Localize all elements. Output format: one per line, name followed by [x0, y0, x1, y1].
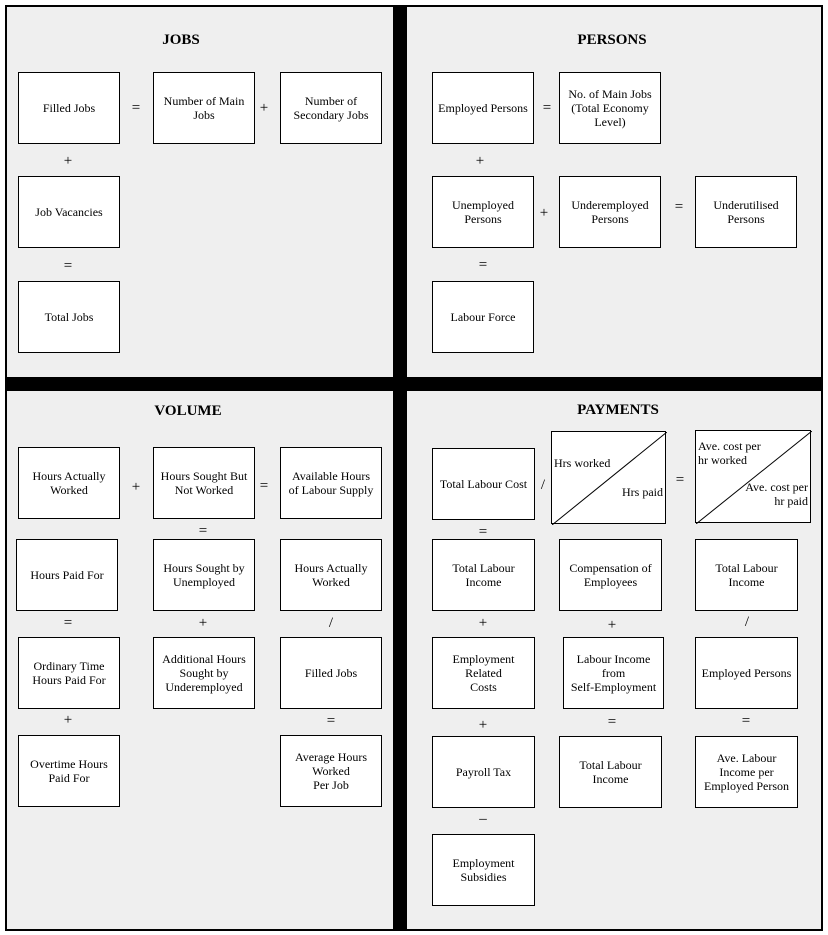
plus-operator: +: [478, 717, 488, 733]
plus-operator: +: [198, 615, 208, 631]
equals-operator: =: [674, 199, 684, 215]
equals-operator: =: [131, 100, 141, 116]
average-hours-box: Average Hours Worked Per Job: [280, 735, 382, 807]
employed-persons-box: Employed Persons: [432, 72, 534, 144]
available-hours-box: Available Hours of Labour Supply: [280, 447, 382, 519]
equals-operator: =: [63, 615, 73, 631]
employment-subsidies-box: Employment Subsidies: [432, 834, 535, 906]
plus-operator: +: [475, 153, 485, 169]
main-jobs-box: Number of Main Jobs: [153, 72, 255, 144]
plus-operator: +: [539, 205, 549, 221]
hrs-worked-label: Hrs worked: [554, 456, 611, 470]
ave-cost-hr-paid-label: Ave. cost per hr paid: [745, 480, 808, 508]
filled-jobs-box-2: Filled Jobs: [280, 637, 382, 709]
secondary-jobs-box: Number of Secondary Jobs: [280, 72, 382, 144]
diagonal-line: [696, 431, 812, 524]
hours-actually-worked-box: Hours Actually Worked: [18, 447, 120, 519]
hours-paid-for-box: Hours Paid For: [16, 539, 118, 611]
ordinary-time-box: Ordinary Time Hours Paid For: [18, 637, 120, 709]
plus-operator: +: [478, 615, 488, 631]
payroll-tax-box: Payroll Tax: [432, 736, 535, 808]
plus-operator: +: [607, 617, 617, 633]
filled-jobs-box: Filled Jobs: [18, 72, 120, 144]
plus-operator: +: [63, 153, 73, 169]
ave-cost-ratio-box: Ave. cost per hr worked Ave. cost per hr…: [695, 430, 812, 524]
jobs-title: JOBS: [162, 32, 200, 48]
equals-operator: =: [741, 713, 751, 729]
equals-operator: =: [259, 478, 269, 494]
hours-actually-worked-box-2: Hours Actually Worked: [280, 539, 382, 611]
minus-operator: –: [479, 811, 487, 827]
divide-operator: /: [328, 615, 334, 631]
volume-title: VOLUME: [154, 403, 222, 419]
underemployed-persons-box: Underemployed Persons: [559, 176, 661, 248]
diagonal-line: [552, 432, 667, 525]
equals-operator: =: [675, 472, 685, 488]
equals-operator: =: [198, 523, 208, 539]
job-vacancies-box: Job Vacancies: [18, 176, 120, 248]
labour-income-self-employment-box: Labour Income from Self-Employment: [563, 637, 664, 709]
main-jobs-total-box: No. of Main Jobs (Total Economy Level): [559, 72, 661, 144]
equals-operator: =: [478, 257, 488, 273]
divide-operator: /: [744, 614, 750, 630]
labour-force-box: Labour Force: [432, 281, 534, 353]
plus-operator: +: [131, 479, 141, 495]
diagram-frame: [5, 5, 823, 931]
employed-persons-box-2: Employed Persons: [695, 637, 798, 709]
total-labour-income-box-3: Total Labour Income: [559, 736, 662, 808]
hours-sought-not-worked-box: Hours Sought But Not Worked: [153, 447, 255, 519]
underutilised-persons-box: Underutilised Persons: [695, 176, 797, 248]
total-labour-income-box: Total Labour Income: [432, 539, 535, 611]
equals-operator: =: [478, 524, 488, 540]
equals-operator: =: [63, 258, 73, 274]
equals-operator: =: [607, 714, 617, 730]
additional-hours-box: Additional Hours Sought by Underemployed: [153, 637, 255, 709]
ave-cost-hr-worked-label: Ave. cost per hr worked: [698, 439, 761, 467]
plus-operator: +: [63, 712, 73, 728]
horizontal-divider: [5, 377, 823, 391]
hrs-paid-label: Hrs paid: [622, 485, 663, 499]
divide-operator: /: [540, 477, 546, 493]
equals-operator: =: [542, 100, 552, 116]
unemployed-persons-box: Unemployed Persons: [432, 176, 534, 248]
compensation-box: Compensation of Employees: [559, 539, 662, 611]
total-jobs-box: Total Jobs: [18, 281, 120, 353]
hours-sought-unemployed-box: Hours Sought by Unemployed: [153, 539, 255, 611]
hours-ratio-box: Hrs worked Hrs paid: [551, 431, 667, 525]
persons-title: PERSONS: [577, 32, 647, 48]
total-labour-income-box-2: Total Labour Income: [695, 539, 798, 611]
overtime-hours-box: Overtime Hours Paid For: [18, 735, 120, 807]
employment-related-costs-box: Employment Related Costs: [432, 637, 535, 709]
plus-operator: +: [259, 100, 269, 116]
total-labour-cost-box: Total Labour Cost: [432, 448, 535, 520]
payments-title: PAYMENTS: [577, 402, 659, 418]
ave-labour-income-box: Ave. Labour Income per Employed Person: [695, 736, 798, 808]
equals-operator: =: [326, 713, 336, 729]
vertical-divider: [393, 5, 407, 931]
